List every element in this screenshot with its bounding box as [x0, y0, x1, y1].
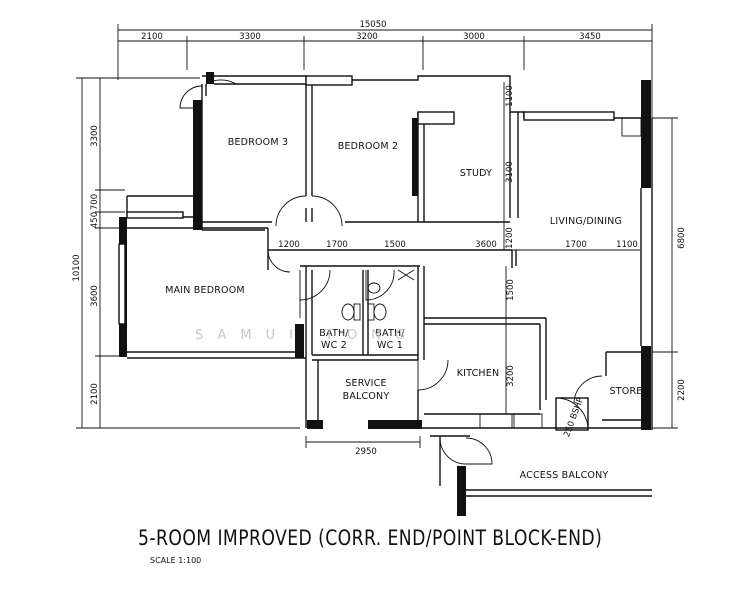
dim-bottom: 2950 [355, 447, 377, 457]
dim-left-1: 3300 [90, 125, 100, 147]
left-dimensions: 10100 3300 700 450 3600 2100 [72, 77, 300, 429]
dim-top-2: 3300 [239, 32, 261, 42]
right-dimensions: 6800 2200 [652, 117, 687, 429]
dim-right-1: 6800 [677, 227, 687, 249]
label-bomb-shelter: 250 BSHP [562, 396, 586, 438]
label-bedroom-3: BEDROOM 3 [228, 137, 288, 148]
dim-mid-5: 1700 [565, 240, 587, 250]
dim-kitchen-2: 3200 [506, 365, 516, 387]
label-access-balcony: ACCESS BALCONY [520, 470, 609, 481]
dim-left-2: 700 [90, 194, 100, 210]
toilet-icon [341, 303, 355, 321]
dim-mid-2: 1700 [326, 240, 348, 250]
dim-top-5: 3450 [579, 32, 601, 42]
windows [118, 75, 615, 325]
label-bath-1-line2: WC 1 [377, 340, 403, 351]
label-service-line1: SERVICE [345, 378, 386, 389]
toilet-icon [373, 303, 387, 321]
dim-left-3: 450 [90, 212, 100, 228]
internal-dimensions: 1200 1700 1500 3600 1700 1100 1100 3100 … [268, 82, 640, 457]
label-living-dining: LIVING/DINING [550, 216, 622, 227]
dim-study-1: 1100 [505, 85, 515, 107]
dim-mid-6: 1100 [616, 240, 638, 250]
dim-left-4: 3600 [90, 285, 100, 307]
label-bath-1-line1: BATH/ [375, 328, 405, 339]
dim-left-total: 10100 [72, 254, 82, 281]
room-labels: BEDROOM 3 BEDROOM 2 STUDY LIVING/DINING … [165, 137, 642, 481]
dim-study-2: 3100 [505, 161, 515, 183]
dim-mid-3: 1500 [384, 240, 406, 250]
label-store: STORE [610, 386, 643, 397]
plan-title: 5-ROOM IMPROVED (CORR. END/POINT BLOCK-E… [138, 526, 603, 550]
dim-mid-4: 3600 [475, 240, 497, 250]
plan-scale: SCALE 1:100 [150, 556, 202, 565]
dim-mid-1: 1200 [278, 240, 300, 250]
dim-top-3: 3200 [356, 32, 378, 42]
dim-study-3: 1200 [505, 227, 515, 249]
label-bath-2-line2: WC 2 [321, 340, 347, 351]
dim-top-total: 15050 [359, 20, 386, 30]
label-kitchen: KITCHEN [457, 368, 500, 379]
label-service-line2: BALCONY [343, 391, 390, 402]
doors [179, 79, 603, 465]
label-main-bedroom: MAIN BEDROOM [165, 285, 245, 296]
dim-top-1: 2100 [141, 32, 163, 42]
dim-left-5: 2100 [90, 383, 100, 405]
fixtures [341, 269, 415, 321]
dim-top-4: 3000 [463, 32, 485, 42]
label-bath-2-line1: BATH/ [319, 328, 349, 339]
top-dimensions: 15050 2100 3300 3200 3000 3450 [117, 20, 653, 118]
dim-kitchen-1: 1500 [506, 279, 516, 301]
dim-right-2: 2200 [677, 379, 687, 401]
label-bedroom-2: BEDROOM 2 [338, 141, 398, 152]
watermark: SAMUI TONG [195, 328, 420, 343]
label-study: STUDY [460, 168, 492, 179]
